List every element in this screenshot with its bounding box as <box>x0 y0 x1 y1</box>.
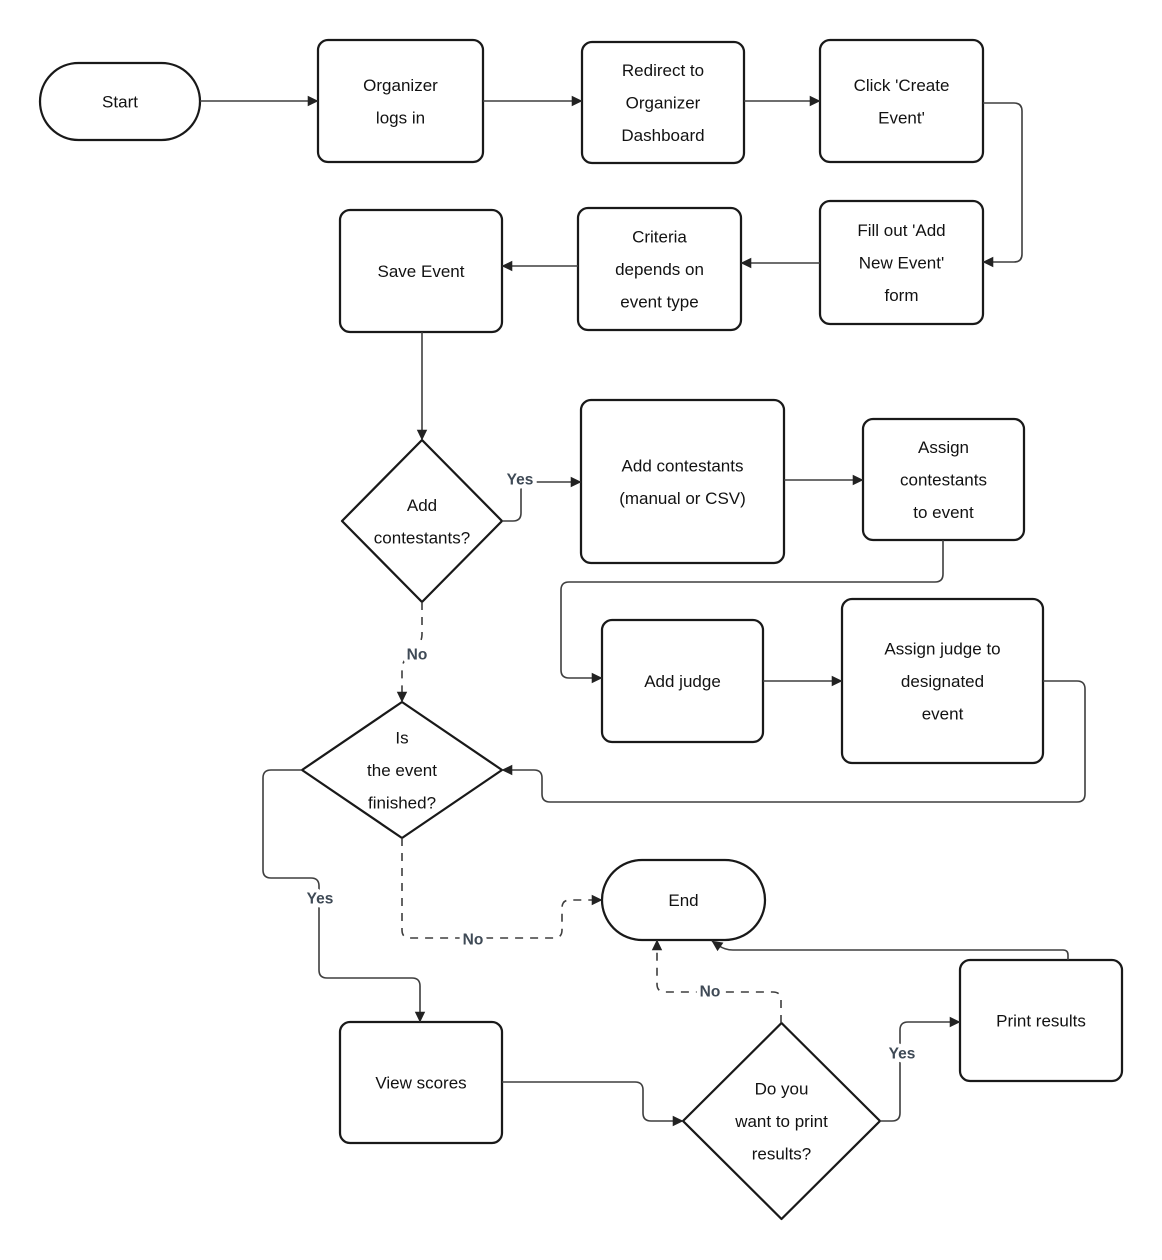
print-yes <box>880 1016 961 1122</box>
create-to-form <box>982 102 1023 268</box>
print-no-to-end <box>651 939 782 1023</box>
edge-label-yes-print-yes: Yes <box>889 1046 916 1063</box>
start-node: Start <box>38 61 202 142</box>
print-results-node: Print results <box>958 958 1124 1083</box>
add-contestants-decision-shape <box>340 438 504 604</box>
assign-judge-to-finished <box>501 680 1086 803</box>
assign-to-add-judge <box>560 540 944 684</box>
add-judge-node: Add judge <box>600 618 765 744</box>
view-scores-node: View scores <box>338 1020 504 1145</box>
end-node: End <box>600 858 767 942</box>
edge-label-no-print-no-to-end: No <box>700 984 721 1001</box>
end-label: End <box>668 891 698 910</box>
edge-label-no-contestants-no: No <box>407 647 428 664</box>
view-scores-to-print-decision <box>502 1081 684 1127</box>
view-scores-label: View scores <box>375 1074 466 1093</box>
start-label: Start <box>102 93 138 112</box>
edge-label-yes-finished-yes-to-view-scores: Yes <box>307 891 334 908</box>
save-event-label: Save Event <box>378 262 465 281</box>
save-event-node: Save Event <box>338 208 504 334</box>
add-contestants-label: Add contestants(manual or CSV) <box>619 456 746 508</box>
print-results-label: Print results <box>996 1012 1086 1031</box>
organizer-logs-in-shape <box>316 38 485 164</box>
edge-label-no-finished-no-to-end: No <box>463 932 484 949</box>
add-judge-label: Add judge <box>644 672 721 691</box>
add-contestants-shape <box>579 398 786 565</box>
add-contestants-node: Add contestants(manual or CSV) <box>579 398 786 565</box>
contestants-yes <box>502 476 582 522</box>
print-results-to-end <box>711 940 1069 960</box>
criteria-depends-shape <box>576 206 743 332</box>
click-create-event-shape <box>818 38 985 164</box>
contestants-no <box>396 602 423 703</box>
edge-label-yes-contestants-yes: Yes <box>507 472 534 489</box>
finished-yes-to-view-scores <box>262 769 426 1023</box>
print-decision-shape <box>681 1021 882 1221</box>
finished-no-to-end <box>401 838 603 939</box>
